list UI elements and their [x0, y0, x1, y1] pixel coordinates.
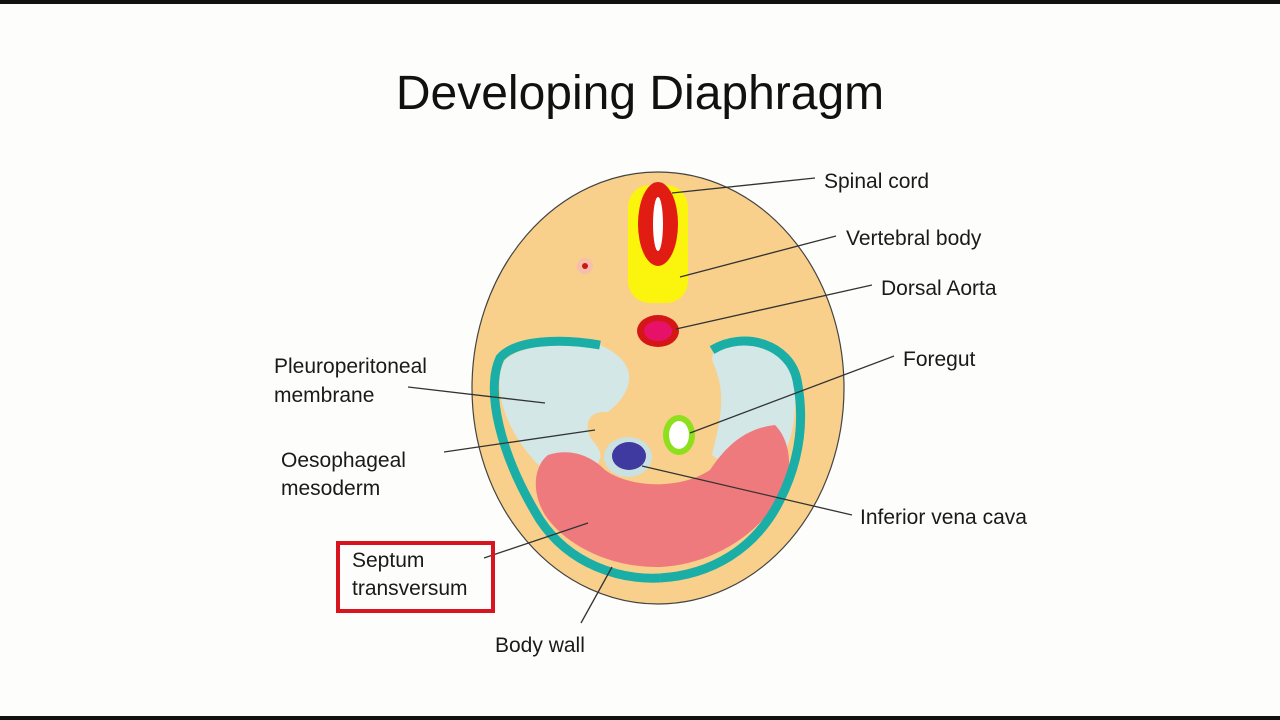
dorsal-aorta-lumen [644, 321, 672, 341]
spinal-canal [653, 197, 663, 251]
label-body-wall: Body wall [495, 634, 585, 657]
label-vertebral-body: Vertebral body [846, 227, 982, 250]
label-inferior-vena-cava: Inferior vena cava [860, 506, 1027, 529]
inferior-vena-cava [612, 442, 646, 470]
label-oesophageal-line2: mesoderm [281, 477, 380, 500]
label-dorsal-aorta: Dorsal Aorta [881, 277, 997, 300]
pointer-dot-center [582, 263, 588, 269]
label-oesophageal-line1: Oesophageal [281, 449, 406, 472]
bottom-border [0, 716, 1280, 720]
label-septum-line1: Septum [352, 549, 424, 572]
label-pleuroperitoneal-line2: membrane [274, 384, 374, 407]
label-foregut: Foregut [903, 348, 976, 371]
label-pleuroperitoneal-line1: Pleuroperitoneal [274, 355, 427, 378]
foregut-lumen [669, 421, 689, 449]
label-spinal-cord: Spinal cord [824, 170, 929, 193]
label-septum-line2: transversum [352, 577, 468, 600]
